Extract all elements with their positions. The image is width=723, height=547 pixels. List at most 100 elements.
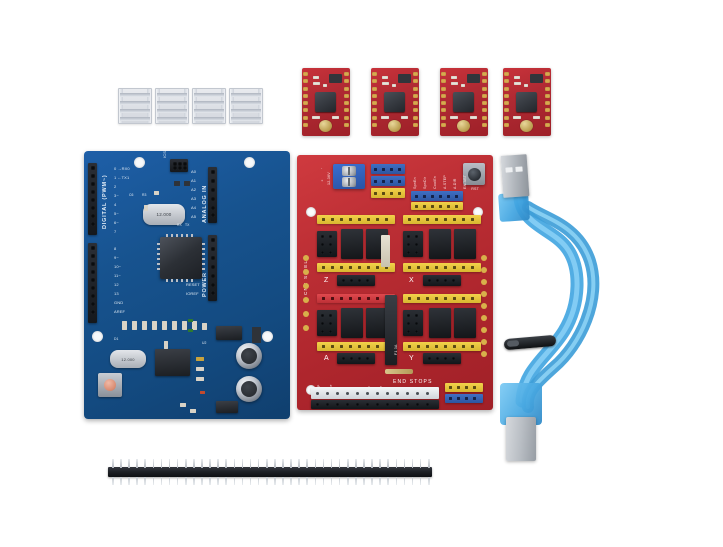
- z-motor-connector[interactable]: [337, 275, 375, 286]
- y-motor-connector[interactable]: [423, 353, 461, 364]
- digital-header-high[interactable]: [88, 163, 97, 235]
- a-capacitor-1: [341, 308, 363, 338]
- usb-a-connector[interactable]: [500, 154, 530, 198]
- heatsink-side-left: [119, 89, 123, 123]
- usb-b-connector[interactable]: [506, 417, 536, 461]
- x-jumper-block[interactable]: [403, 231, 423, 257]
- header-pin-top: [282, 459, 284, 468]
- header-pin-bottom: [346, 477, 349, 485]
- reset-button[interactable]: [98, 373, 122, 397]
- header-pin-bottom: [120, 477, 122, 485]
- header-pin-top: [136, 459, 138, 468]
- current-trim-potentiometer[interactable]: [388, 120, 401, 132]
- z-jumper-block[interactable]: [317, 231, 337, 257]
- smd-diode: [184, 181, 190, 186]
- header-pin-bottom: [306, 477, 309, 485]
- driver-smd: [381, 116, 389, 119]
- heatsink-2: [155, 88, 189, 124]
- a-jumper-block[interactable]: [317, 310, 337, 336]
- header-pin-top: [306, 459, 309, 468]
- x-capacitor-2: [454, 229, 476, 259]
- header-pin-bottom: [371, 477, 373, 485]
- smd-cap: [154, 191, 159, 195]
- silk-ref-c11: U2: [202, 341, 207, 345]
- endstop-black-header[interactable]: [311, 400, 439, 409]
- driver-smd: [382, 76, 388, 79]
- power-header[interactable]: [208, 235, 217, 301]
- spindle-header-blue[interactable]: [411, 191, 463, 201]
- driver-smd: [323, 84, 327, 87]
- digital-header-low[interactable]: [88, 243, 97, 323]
- smd-inductor: [196, 357, 204, 361]
- z-socket-top[interactable]: [317, 215, 395, 224]
- header-pin-bottom: [363, 477, 365, 485]
- driver-smd: [461, 84, 465, 87]
- smd-cap: [180, 403, 186, 407]
- driver-smd: [332, 116, 339, 119]
- heatsink-fin: [194, 117, 224, 121]
- a-motor-connector[interactable]: [337, 353, 375, 364]
- header-pin-top: [428, 459, 430, 468]
- z-socket-bottom[interactable]: [317, 263, 395, 272]
- heatsink-fin: [231, 101, 261, 105]
- driver-smd: [392, 84, 396, 87]
- silk-pin-d6: 6~: [114, 220, 119, 225]
- spindle-header-yellow[interactable]: [411, 202, 463, 210]
- y-socket-bottom[interactable]: [403, 342, 481, 351]
- a-socket-top[interactable]: [317, 294, 395, 303]
- terminal-screw-pos[interactable]: [342, 177, 356, 187]
- bottom-yellow-header[interactable]: [445, 383, 483, 392]
- header-pin-top: [314, 459, 317, 468]
- heatsink-fin: [194, 101, 224, 105]
- header-pin-bottom: [282, 477, 284, 485]
- y-jumper-block[interactable]: [403, 310, 423, 336]
- bottom-blue-header[interactable]: [445, 394, 483, 403]
- analog-header[interactable]: [208, 167, 217, 223]
- smd-diode: [174, 181, 180, 186]
- silk-analog-label: ANALOG IN: [202, 184, 208, 223]
- a-socket-bottom[interactable]: [317, 342, 395, 351]
- shield-reset-cap[interactable]: [467, 167, 481, 181]
- smd-resistor: [122, 321, 127, 330]
- header-pin-top: [330, 459, 333, 468]
- header-pin-bottom: [193, 477, 195, 485]
- top-yellow-header[interactable]: [371, 188, 405, 198]
- x-capacitor-1: [429, 229, 451, 259]
- a4988-driver-4: [503, 68, 551, 136]
- header-pin-bottom: [395, 477, 398, 485]
- usb-a-contact-slot: [505, 167, 513, 173]
- silk-enabt: EN/ABT: [463, 174, 467, 189]
- silk-pin-aref: AREF: [114, 309, 126, 314]
- current-trim-potentiometer[interactable]: [520, 120, 533, 132]
- header-pin-bottom: [314, 477, 317, 485]
- top-blue-header-1[interactable]: [371, 164, 405, 174]
- driver-smd: [382, 82, 389, 85]
- silk-voltage-range: 12-36V: [327, 172, 331, 185]
- header-pin-bottom: [225, 477, 228, 485]
- heatsink-side-right: [184, 89, 188, 123]
- silk-ref-c6: C6: [129, 193, 134, 197]
- heatsink-side-right: [221, 89, 225, 123]
- endstop-white-header[interactable]: [311, 387, 439, 399]
- driver-pads-left: [504, 72, 509, 132]
- a4988-driver-3: [440, 68, 488, 136]
- x-motor-connector[interactable]: [423, 275, 461, 286]
- power-terminal-block[interactable]: [333, 164, 365, 189]
- electrolytic-capacitor-1: [236, 343, 262, 369]
- current-trim-potentiometer[interactable]: [457, 120, 470, 132]
- driver-pads-left: [441, 72, 446, 132]
- top-blue-header-2[interactable]: [371, 176, 405, 186]
- reset-button-cap[interactable]: [104, 379, 116, 391]
- y-socket-top[interactable]: [403, 294, 481, 303]
- heatsink-1: [118, 88, 152, 124]
- x-socket-top[interactable]: [403, 215, 481, 224]
- terminal-screw-neg[interactable]: [342, 166, 356, 176]
- smd-cap: [196, 367, 204, 371]
- x-socket-bottom[interactable]: [403, 263, 481, 272]
- icsp-header[interactable]: [170, 159, 188, 172]
- center-regulator: [385, 295, 397, 365]
- current-trim-potentiometer[interactable]: [319, 120, 332, 132]
- pin-header-strip[interactable]: [108, 459, 432, 485]
- header-pin-bottom: [411, 477, 414, 485]
- shield-reset-button[interactable]: [463, 163, 485, 185]
